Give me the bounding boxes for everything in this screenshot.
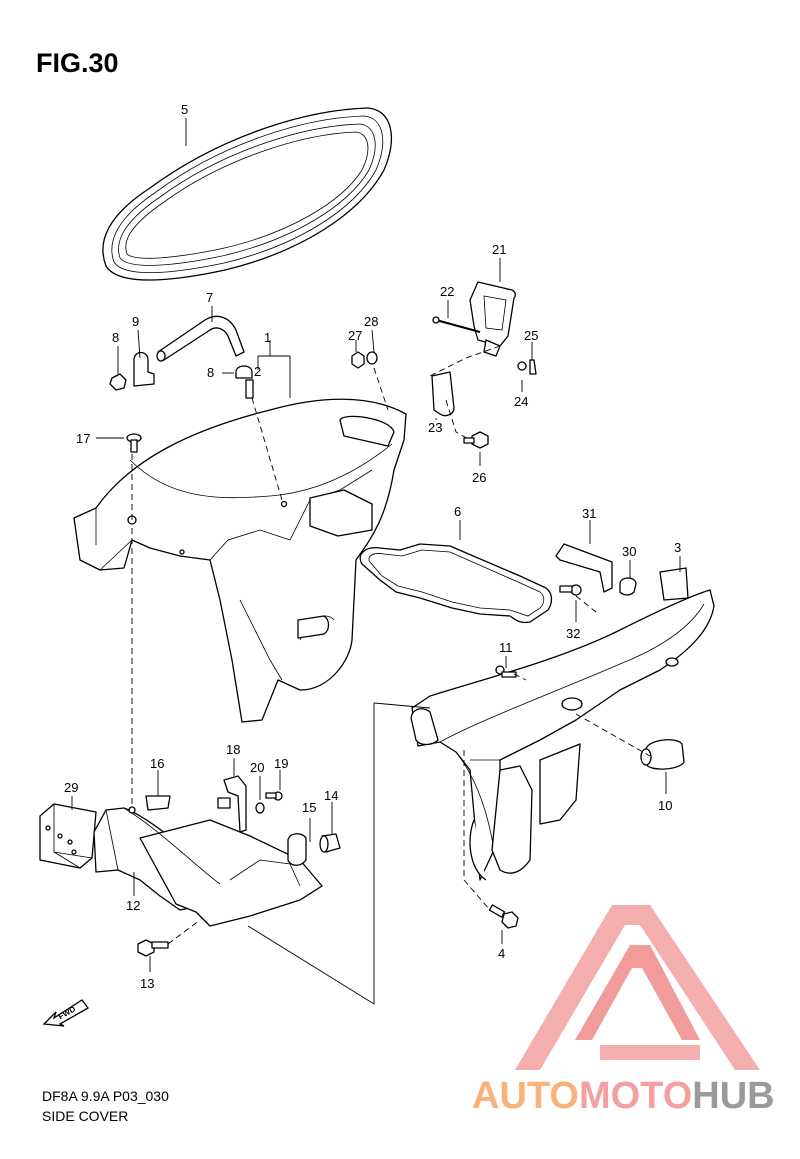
callout-16: 16 xyxy=(150,756,164,771)
callout-4: 4 xyxy=(498,946,505,961)
group-outline-lines xyxy=(247,702,431,1005)
part-25-clip xyxy=(529,359,537,375)
callout-23: 23 xyxy=(428,420,442,435)
watermark-text: AUTOMOTOHUB xyxy=(472,1075,775,1118)
callout-3: 3 xyxy=(674,540,681,555)
watermark-part1: AUTO xyxy=(472,1075,579,1117)
figure-name: SIDE COVER xyxy=(42,1108,129,1124)
part-2-screw xyxy=(245,379,254,399)
callout-8b: 8 xyxy=(207,365,214,380)
callout-13: 13 xyxy=(140,976,154,991)
callout-6: 6 xyxy=(454,504,461,519)
callout-7: 7 xyxy=(206,290,213,305)
callout-28: 28 xyxy=(364,314,378,329)
figure-title: FIG.30 xyxy=(36,48,119,78)
part-17-screw xyxy=(126,433,142,453)
part-19-screw xyxy=(265,791,283,801)
callout-22: 22 xyxy=(440,284,454,299)
callout-18: 18 xyxy=(226,742,240,757)
callout-15: 15 xyxy=(302,800,316,815)
callout-19: 19 xyxy=(274,756,288,771)
part-9-clamp xyxy=(133,351,155,387)
watermark-part3: HUB xyxy=(692,1075,775,1117)
callout-5: 5 xyxy=(181,102,188,117)
part-29-pad xyxy=(39,803,97,869)
callout-32: 32 xyxy=(566,626,580,641)
part-1-side-cover-port xyxy=(73,398,407,723)
fwd-marker: FWD xyxy=(42,994,90,1035)
part-16-clip xyxy=(145,795,171,811)
callout-8a: 8 xyxy=(112,330,119,345)
callout-10: 10 xyxy=(658,798,672,813)
callout-12: 12 xyxy=(126,898,140,913)
part-30-grommet xyxy=(619,577,637,596)
callout-30: 30 xyxy=(622,544,636,559)
callout-25: 25 xyxy=(524,328,538,343)
part-21-hook xyxy=(469,281,516,357)
callout-9: 9 xyxy=(132,314,139,329)
part-8-grommet xyxy=(235,365,253,379)
callout-1: 1 xyxy=(264,330,271,345)
part-18-bracket xyxy=(217,775,247,833)
callout-27: 27 xyxy=(348,328,362,343)
part-4-bolt xyxy=(488,904,519,929)
part-28-washer xyxy=(366,351,378,365)
callout-26: 26 xyxy=(472,470,486,485)
part-32-screw xyxy=(559,584,582,596)
part-3-side-cover-starboard xyxy=(410,567,715,881)
part-31-bracket xyxy=(555,543,613,593)
part-26-bolt xyxy=(463,431,489,449)
part-13-bolt xyxy=(137,939,169,957)
part-27-nut xyxy=(351,351,365,369)
arrow-fwd-icon: FWD xyxy=(42,999,89,1027)
leader-lines xyxy=(71,118,681,972)
part-22-pin xyxy=(432,316,481,333)
callout-21: 21 xyxy=(492,242,506,257)
part-5-cover-seal xyxy=(102,107,392,281)
callout-31: 31 xyxy=(582,506,596,521)
watermark-logo-icon xyxy=(515,905,760,1070)
part-10-plug xyxy=(640,739,685,770)
watermark-part2: MOTO xyxy=(578,1075,693,1117)
part-20-washer xyxy=(255,802,265,814)
callout-2: 2 xyxy=(254,364,261,379)
callout-20: 20 xyxy=(250,760,264,775)
part-12-lower-mount xyxy=(93,806,323,927)
part-23-bracket xyxy=(431,371,455,417)
part-7-hose xyxy=(156,315,245,362)
part-14-bushing xyxy=(319,833,341,853)
callout-24: 24 xyxy=(514,394,528,409)
callout-29: 29 xyxy=(64,780,78,795)
part-8-nut xyxy=(109,373,127,391)
callout-17: 17 xyxy=(76,431,90,446)
callout-labels: 1234567889101112131415161718192021222324… xyxy=(64,102,681,991)
callout-14: 14 xyxy=(324,788,338,803)
part-6-gasket xyxy=(359,543,553,624)
figure-code: DF8A 9.9A P03_030 xyxy=(42,1088,169,1104)
callout-11: 11 xyxy=(499,640,513,655)
assembly-lines xyxy=(131,345,651,945)
part-24-washer xyxy=(517,361,527,371)
